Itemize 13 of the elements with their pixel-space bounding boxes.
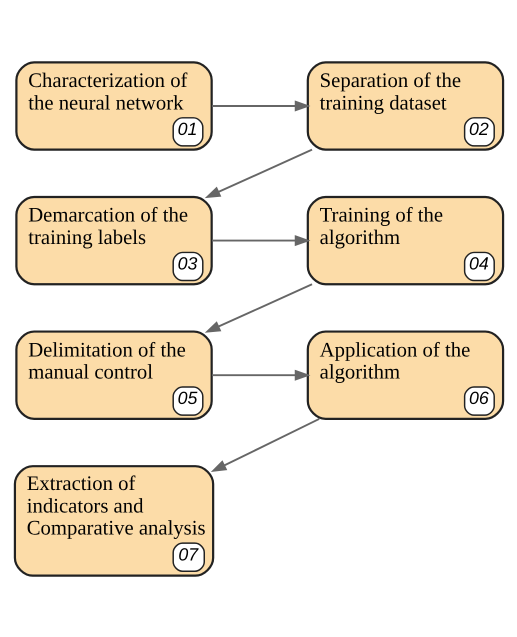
node-box: Characterization of the neural network 01 [14, 60, 212, 150]
arrow [204, 282, 312, 332]
node-box: Delimitation of the manual control 05 [14, 330, 212, 420]
node-box: Application of the algorithm 06 [306, 330, 504, 420]
node-box: Separation of the training dataset 02 [306, 60, 504, 150]
arrow [211, 369, 310, 380]
arrow [211, 100, 310, 111]
node-box: Demarcation of the training labels 03 [14, 195, 212, 285]
node-box: Training of the algorithm 04 [306, 195, 504, 285]
arrow [210, 418, 320, 472]
node-box: Extraction of indicators and Comparative analysis 07 [13, 464, 214, 576]
arrow [211, 234, 310, 246]
arrow [204, 148, 312, 198]
